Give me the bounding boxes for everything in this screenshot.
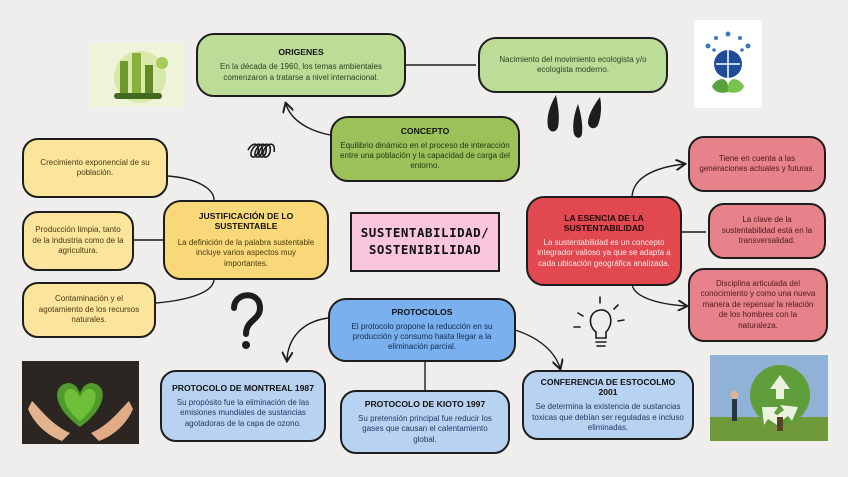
spring-doodle-icon <box>247 143 276 158</box>
esencia-item-1-text: Tiene en cuenta a las generaciones actua… <box>699 153 815 173</box>
justificacion-item-2: Producción limpia, tanto de la industria… <box>22 211 134 271</box>
origenes-text: En la década de 1960, los temas ambienta… <box>220 62 382 82</box>
question-mark-icon <box>231 292 264 349</box>
protocolos-title: PROTOCOLOS <box>391 307 453 318</box>
concepto-title: CONCEPTO <box>400 126 450 137</box>
justificacion-title: JUSTIFICACIÓN DE LO SUSTENTABLE <box>198 211 294 232</box>
lightbulb-icon <box>573 296 625 347</box>
protocolo-montreal-node: PROTOCOLO DE MONTREAL 1987 Su propósito … <box>160 370 326 442</box>
central-topic-line1: SUSTENTABILIDAD/ <box>360 225 490 241</box>
justificacion-item-3-text: Contaminación y el agotamiento de los re… <box>38 294 140 325</box>
esencia-title: LA ESENCIA DE LA SUSTENTABILIDAD <box>563 213 645 234</box>
link-just-item1 <box>167 175 215 201</box>
esencia-node: LA ESENCIA DE LA SUSTENTABILIDAD La sust… <box>526 196 682 286</box>
protocolo-kioto-title: PROTOCOLO DE KIOTO 1997 <box>364 398 486 409</box>
central-topic-line2: SOSTENIBILIDAD <box>368 242 482 257</box>
central-topic: SUSTENTABILIDAD/ SOSTENIBILIDAD <box>350 212 500 272</box>
conferencia-estocolmo-title: CONFERENCIA DE ESTOCOLMO 2001 <box>540 376 676 397</box>
globe-leaf-icon <box>694 20 762 108</box>
arrow-concepto-origenes <box>286 104 331 136</box>
arrow-esencia-item1 <box>631 164 684 199</box>
protocolo-montreal-text: Su propósito fue la eliminación de las e… <box>176 398 310 428</box>
origenes-title: ORIGENES <box>278 46 324 57</box>
esencia-item-3-text: Disciplina articulada del conocimiento y… <box>700 279 816 330</box>
protocolo-montreal-title: PROTOCOLO DE MONTREAL 1987 <box>172 382 314 393</box>
arrow-prot-montreal <box>287 317 329 360</box>
justificacion-item-2-text: Producción limpia, tanto de la industria… <box>32 225 124 256</box>
origenes-detail-text: Nacimiento del movimiento ecologista y/o… <box>499 54 647 74</box>
recycle-tree-icon <box>710 355 828 441</box>
protocolos-node: PROTOCOLOS El protocolo propone la reduc… <box>328 298 516 362</box>
concepto-node: CONCEPTO Equilibrio dinámico en el proce… <box>330 116 520 182</box>
eco-city-icon <box>90 43 184 107</box>
drops-doodle <box>547 95 602 138</box>
conferencia-estocolmo-text: Se determina la existencia de sustancias… <box>532 402 684 432</box>
concepto-text: Equilibrio dinámico en el proceso de int… <box>340 140 510 171</box>
protocolo-kioto-node: PROTOCOLO DE KIOTO 1997 Su pretensión pr… <box>340 390 510 454</box>
justificacion-text: La definición de la palabra sustentable … <box>177 237 315 268</box>
justificacion-item-1-text: Crecimiento exponencial de su población. <box>40 157 150 177</box>
link-just-item3 <box>155 278 215 304</box>
origenes-node: ORIGENES En la década de 1960, los temas… <box>196 33 406 97</box>
justificacion-item-3: Contaminación y el agotamiento de los re… <box>22 282 156 338</box>
arrow-esencia-item3 <box>631 282 686 306</box>
esencia-text: La sustentabilidad es un concepto integr… <box>537 237 671 268</box>
esencia-item-2-text: La clave de la sustentabilidad está en l… <box>721 215 813 246</box>
protocolo-kioto-text: Su pretensión principal fue reducir los … <box>358 414 492 444</box>
esencia-item-1: Tiene en cuenta a las generaciones actua… <box>688 136 826 192</box>
protocolos-text: El protocolo propone la reducción en su … <box>351 321 493 352</box>
arrow-prot-estocolmo <box>514 329 560 368</box>
justificacion-node: JUSTIFICACIÓN DE LO SUSTENTABLE La defin… <box>163 200 329 280</box>
conferencia-estocolmo-node: CONFERENCIA DE ESTOCOLMO 2001 Se determi… <box>522 370 694 440</box>
esencia-item-3: Disciplina articulada del conocimiento y… <box>688 268 828 342</box>
origenes-detail-node: Nacimiento del movimiento ecologista y/o… <box>478 37 668 93</box>
justificacion-item-1: Crecimiento exponencial de su población. <box>22 138 168 198</box>
esencia-item-2: La clave de la sustentabilidad está en l… <box>708 203 826 259</box>
hands-heart-icon <box>22 361 139 444</box>
